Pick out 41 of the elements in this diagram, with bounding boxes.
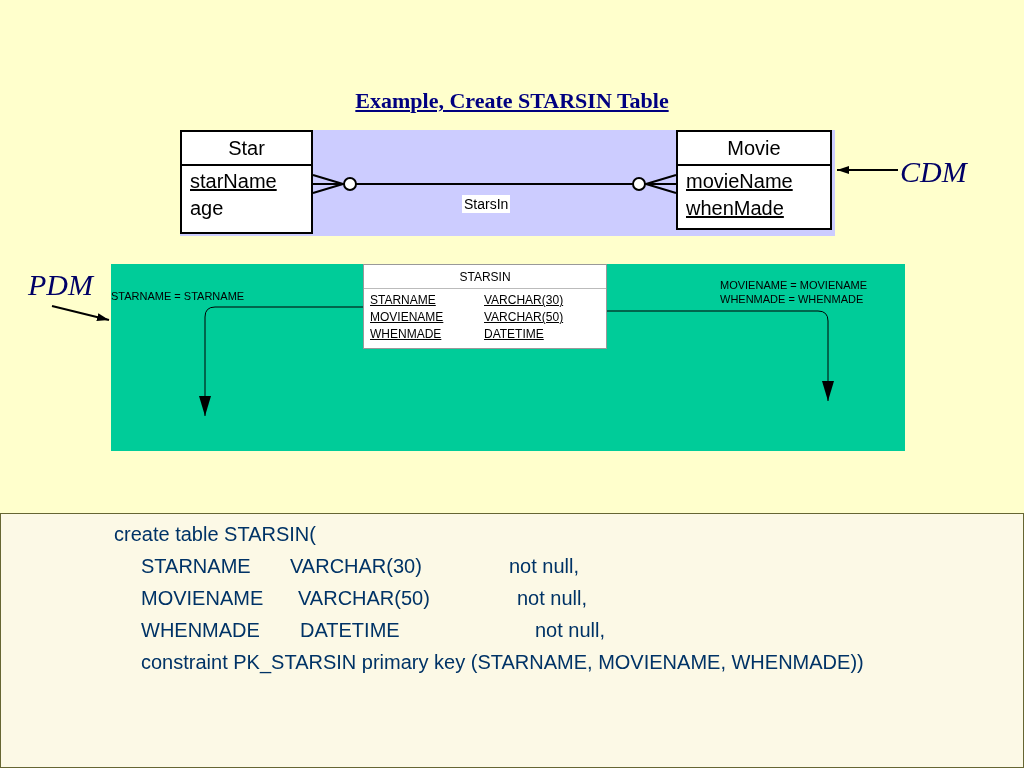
attribute-name: age — [190, 197, 224, 220]
slide-title: Example, Create STARSIN Table — [354, 88, 670, 114]
table-name: STARSIN — [364, 265, 606, 289]
code-text: STARNAME — [141, 555, 251, 578]
code-text: DATETIME — [300, 619, 400, 642]
code-text: not null, — [517, 587, 588, 610]
diagram-band — [180, 130, 835, 236]
code-text: WHENMADE — [141, 619, 260, 642]
code-text: create table STARSIN( — [114, 523, 316, 546]
entity-title: Movie — [678, 132, 830, 166]
model-label: PDM — [28, 268, 103, 304]
arrow — [199, 306, 364, 417]
attribute-name: movieName — [686, 170, 793, 193]
code-text: VARCHAR(30) — [290, 555, 422, 578]
code-text: not null, — [509, 555, 580, 578]
diagram-band — [111, 264, 905, 451]
code-text: constraint PK_STARSIN primary key (STARNAME, MOVIENAME, WHENMADE)) — [141, 651, 864, 674]
code-panel — [0, 513, 1024, 768]
column-name: WHENMADE — [370, 327, 442, 341]
entity-title: Star — [182, 132, 311, 166]
edge-label: StarsIn — [462, 195, 511, 214]
arrow — [51, 305, 110, 321]
edge-label: MOVIENAME = MOVIENAME WHENMADE = WHENMADE — [719, 278, 868, 307]
table-box — [363, 264, 607, 349]
arrow — [606, 310, 834, 402]
entity-box — [676, 130, 832, 230]
column-name: STARNAME — [370, 293, 436, 307]
code-text: VARCHAR(50) — [298, 587, 430, 610]
code-text: MOVIENAME — [141, 587, 264, 610]
column-type: VARCHAR(50) — [484, 310, 564, 324]
entity-box — [180, 130, 313, 234]
column-name: MOVIENAME — [370, 310, 444, 324]
attribute-name: starName — [190, 170, 277, 193]
column-type: DATETIME — [484, 327, 544, 341]
arrow — [836, 166, 899, 174]
edge-label: STARNAME = STARNAME — [110, 289, 246, 304]
model-label: CDM — [900, 155, 980, 195]
code-text: not null, — [535, 619, 606, 642]
attribute-name: whenMade — [686, 197, 784, 220]
column-type: VARCHAR(30) — [484, 293, 564, 307]
relationship-line — [312, 174, 677, 194]
